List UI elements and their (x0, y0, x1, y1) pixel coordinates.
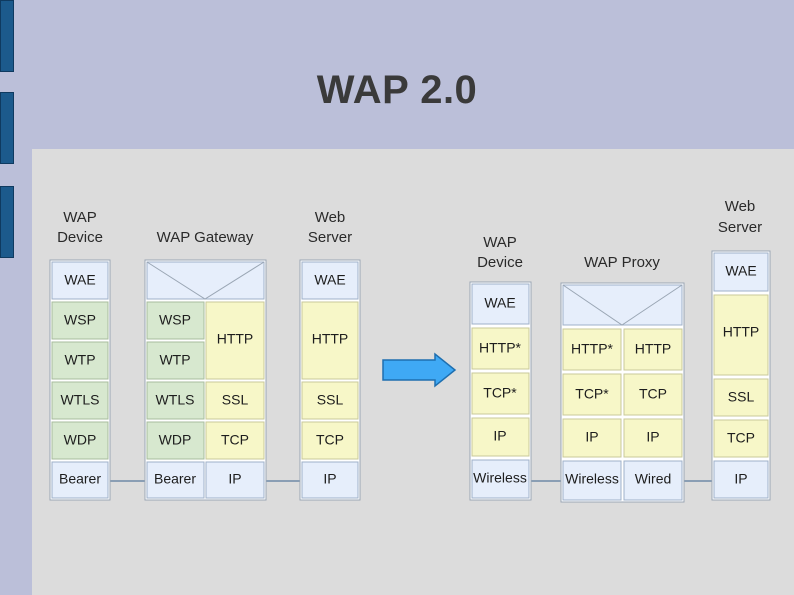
right-proxy-stack: HTTP* TCP* IP Wireless HTTP TCP IP Wired (560, 282, 685, 503)
left-gateway-left-cell: WDP (159, 432, 192, 448)
right-device-cell: Wireless (473, 470, 527, 486)
right-arrow-icon (382, 352, 457, 388)
left-server-cell: TCP (316, 432, 344, 448)
left-gateway-left-cell: WSP (159, 312, 191, 328)
right-device-cell: TCP* (483, 385, 517, 401)
side-bar-1 (0, 0, 14, 72)
right-proxy-right-cell: HTTP (635, 341, 672, 357)
right-device-label-2: Device (477, 254, 523, 271)
right-proxy-right-cell: TCP (639, 386, 667, 402)
left-server-cell: WAE (314, 272, 345, 288)
right-proxy-left-cell: TCP* (575, 386, 609, 402)
left-server-label-2: Server (308, 229, 352, 246)
left-gateway-right-cell: HTTP (217, 331, 254, 347)
right-proxy-right-cell: IP (646, 429, 659, 445)
right-server-label-1: Web (725, 198, 756, 215)
left-gateway-right-cell: TCP (221, 432, 249, 448)
right-server-label-2: Server (718, 219, 762, 236)
left-server-cell: IP (323, 471, 336, 487)
right-device-cell: HTTP* (479, 340, 522, 356)
left-server-cell: SSL (317, 392, 344, 408)
right-proxy-label: WAP Proxy (584, 254, 660, 271)
right-server-cell: WAE (725, 263, 756, 279)
left-server-label-1: Web (315, 209, 346, 226)
right-device-label-1: WAP (483, 234, 517, 251)
left-device-cell: WAE (64, 272, 95, 288)
side-bar-3 (0, 186, 14, 258)
left-device-label-2: Device (57, 229, 103, 246)
left-gateway-stack: WSP WTP WTLS WDP Bearer HTTP SSL TCP IP (144, 259, 267, 501)
left-device-cell: Bearer (59, 471, 101, 487)
right-proxy-left-cell: HTTP* (571, 341, 614, 357)
side-bar-2 (0, 92, 14, 164)
left-gateway-label: WAP Gateway (157, 229, 254, 246)
right-server-cell: TCP (727, 430, 755, 446)
left-device-cell: WSP (64, 312, 96, 328)
right-server-cell: SSL (728, 389, 755, 405)
right-proxy-right-cell: Wired (635, 471, 672, 487)
right-device-stack: WAE HTTP* TCP* IP Wireless (469, 281, 532, 501)
left-gateway-left-cell: WTLS (156, 392, 195, 408)
left-device-cell: WDP (64, 432, 97, 448)
left-gateway-left-cell: WTP (159, 352, 190, 368)
right-proxy-left-cell: Wireless (565, 471, 619, 487)
left-device-label-1: WAP (63, 209, 97, 226)
right-device-cell: IP (493, 428, 506, 444)
slide-title: WAP 2.0 (316, 68, 478, 112)
left-device-cell: WTLS (61, 392, 100, 408)
left-gateway-left-cell: Bearer (154, 471, 196, 487)
left-gateway-right-cell: SSL (222, 392, 249, 408)
right-device-cell: WAE (484, 295, 515, 311)
left-server-stack: WAE HTTP SSL TCP IP (299, 259, 361, 501)
right-server-cell: IP (734, 471, 747, 487)
left-device-stack: WAE WSP WTP WTLS WDP Bearer (49, 259, 111, 501)
left-gateway-right-cell: IP (228, 471, 241, 487)
right-server-stack: WAE HTTP SSL TCP IP (711, 250, 771, 501)
right-server-cell: HTTP (723, 324, 760, 340)
left-device-cell: WTP (64, 352, 95, 368)
right-proxy-left-cell: IP (585, 429, 598, 445)
left-server-cell: HTTP (312, 331, 349, 347)
